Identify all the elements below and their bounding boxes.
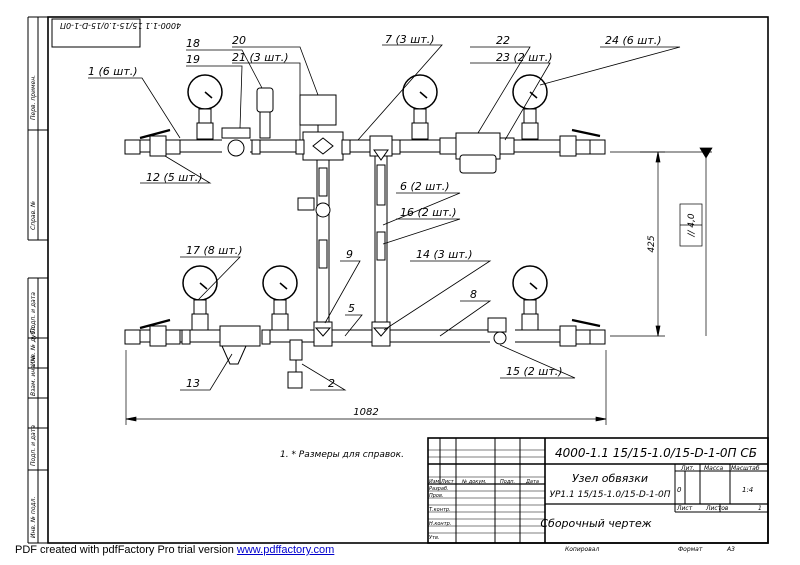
- format-label: Формат: [678, 546, 703, 553]
- col-sign: Подп.: [500, 479, 515, 485]
- side-stamp-sign-date-1: Подп. и дата: [30, 292, 37, 333]
- side-stamp-ref-no: Справ. №: [30, 201, 37, 230]
- sheet-frame: [27, 16, 769, 544]
- title-block-title-1: Узел обвязки: [572, 472, 648, 485]
- side-stamp-inv-dupl: Инв. № дубл.: [30, 325, 37, 366]
- callout-2: 2: [328, 377, 335, 390]
- mass-label: Масса: [704, 465, 723, 472]
- sheet-label: Лист: [676, 505, 693, 512]
- pressure-gauges: [182, 74, 548, 331]
- row-razrab: Разраб.: [429, 486, 449, 492]
- callout-19: 19: [186, 53, 200, 66]
- callout-16: 16 (2 шт.): [400, 206, 457, 219]
- row-prov: Пров.: [429, 493, 444, 499]
- parallelism-tolerance: // 4,0: [687, 213, 697, 238]
- end-ball-valves: [124, 128, 606, 347]
- dimension-width: 1082: [353, 407, 378, 418]
- copied-label: Копировал: [565, 546, 599, 553]
- col-list: Лист: [440, 479, 455, 485]
- pdf-footer-text: PDF created with pdfFactory Pro trial ve…: [15, 544, 234, 556]
- title-block-title-2: УР1.1 15/15-1.0/15-D-1-0П: [550, 490, 671, 500]
- fittings: [181, 87, 515, 389]
- side-stamp-inv-orig: Инв. № подл.: [30, 497, 37, 538]
- side-stamp-first-use: Перв. примен.: [30, 75, 37, 120]
- callout-24: 24 (6 шт.): [605, 34, 662, 47]
- callout-20: 20: [232, 34, 246, 47]
- lit-label: Лит.: [680, 465, 695, 472]
- dimension-height: 425: [647, 235, 657, 252]
- format-value: A3: [726, 546, 735, 553]
- leader-lines: [88, 44, 681, 391]
- lit-value: 0: [677, 486, 682, 494]
- callout-8: 8: [470, 288, 477, 301]
- col-izm: Изм: [429, 479, 439, 485]
- row-nkontr: Н.контр.: [429, 521, 451, 527]
- callout-13: 13: [186, 377, 200, 390]
- side-stamp-inv-instead: Взам. инв. №: [30, 355, 37, 396]
- callout-5: 5: [348, 302, 355, 315]
- callout-14: 14 (3 шт.): [416, 248, 473, 261]
- callout-17: 17 (8 шт.): [186, 244, 243, 257]
- dimension-lines: [125, 147, 713, 425]
- scale-label: Масштаб: [731, 465, 760, 472]
- callout-18: 18: [186, 37, 200, 50]
- pdffactory-link[interactable]: www.pdffactory.com: [236, 544, 335, 556]
- callout-1: 1 (6 шт.): [88, 65, 138, 78]
- callout-9: 9: [346, 248, 353, 261]
- side-stamp-code: 4000-1.1 15/15-1.0/15-D-1-0П: [60, 21, 181, 30]
- sheets-label: Листов: [705, 505, 729, 512]
- sheets-value: 1: [758, 505, 762, 512]
- side-stamp-sign-date-2: Подп. и дата: [30, 425, 37, 466]
- callout-22: 22: [496, 34, 510, 47]
- callout-15: 15 (2 шт.): [506, 365, 563, 378]
- callout-6: 6 (2 шт.): [400, 180, 450, 193]
- title-block-code: 4000-1.1 15/15-1.0/15-D-1-0П СБ: [555, 446, 757, 460]
- row-tkontr: Т.контр.: [429, 507, 451, 513]
- callout-23: 23 (2 шт.): [496, 51, 553, 64]
- title-block-doc-type: Сборочный чертеж: [540, 517, 651, 530]
- pdf-footer: PDF created with pdfFactory Pro trial ve…: [15, 544, 334, 556]
- title-block: [427, 437, 769, 544]
- drawing-note: 1. * Размеры для справок.: [280, 450, 404, 460]
- col-doc: № докум.: [461, 479, 487, 485]
- callout-12: 12 (5 шт.): [146, 171, 203, 184]
- callout-21: 21 (3 шт.): [232, 51, 289, 64]
- col-date: Дата: [525, 479, 539, 485]
- scale-value: 1:4: [742, 486, 753, 494]
- callout-7: 7 (3 шт.): [385, 33, 435, 46]
- row-utv: Утв.: [429, 535, 440, 541]
